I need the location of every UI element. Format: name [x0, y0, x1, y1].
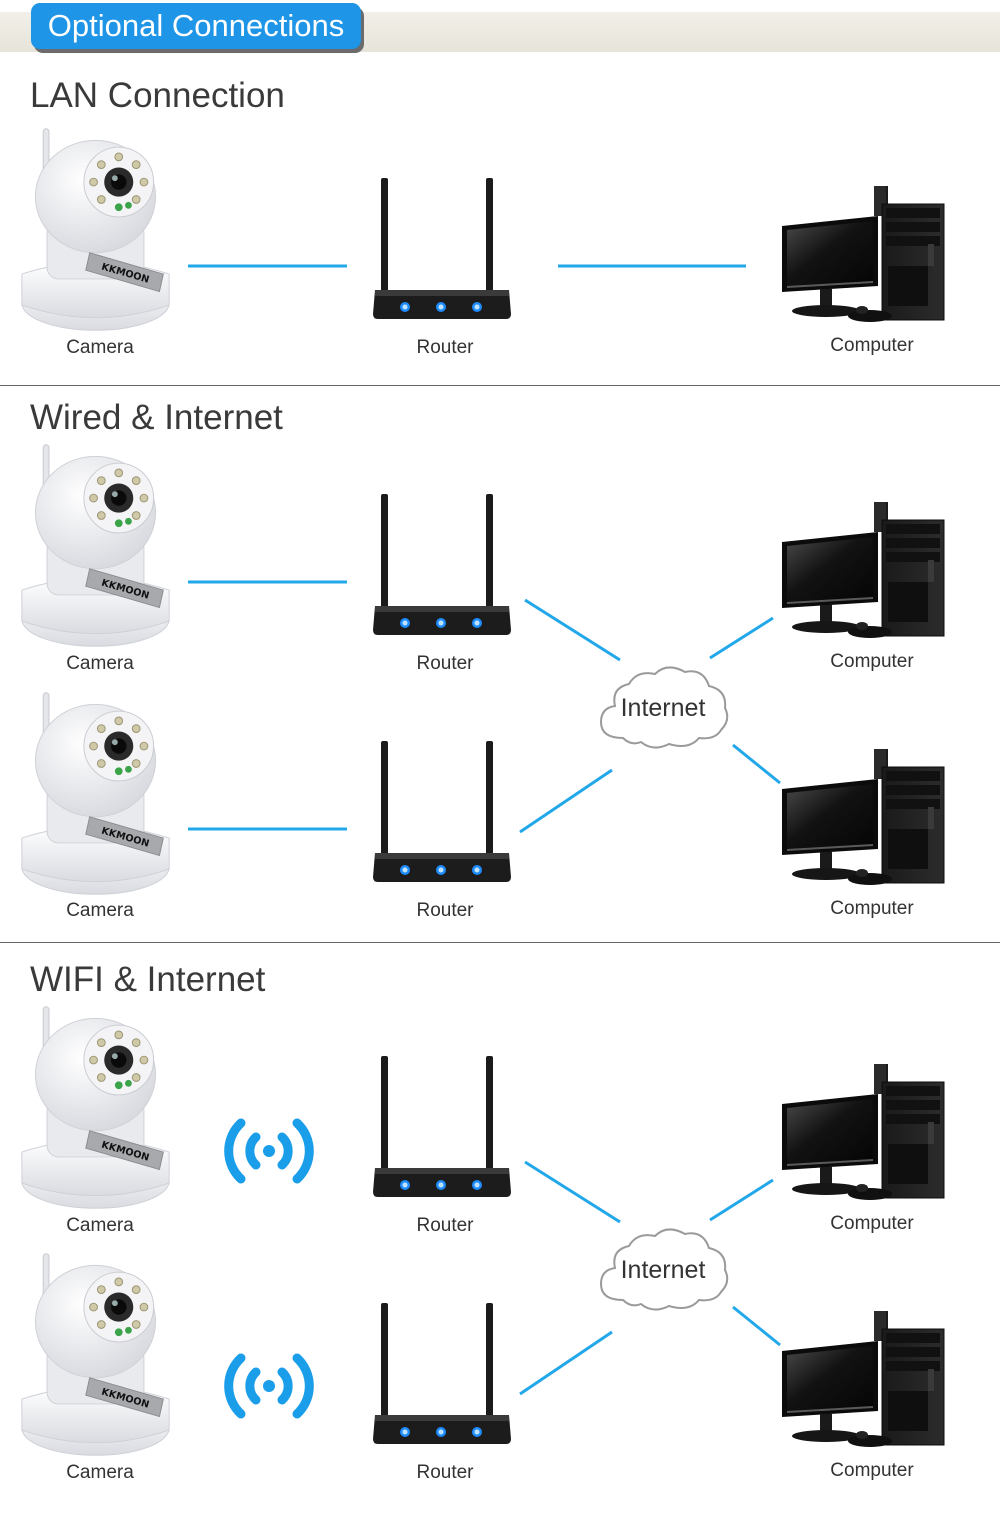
- computer-label: Computer: [830, 651, 914, 672]
- computer-icon: [778, 1311, 948, 1451]
- link-line: [709, 616, 774, 660]
- router-label: Router: [416, 653, 474, 674]
- ip-camera-icon: [18, 444, 173, 649]
- router-icon: [367, 741, 517, 886]
- link-line: [732, 743, 781, 785]
- camera-label: Camera: [66, 900, 134, 921]
- router-label: Router: [416, 900, 474, 921]
- internet-label: Internet: [620, 694, 706, 722]
- camera-label: Camera: [66, 1462, 134, 1483]
- ip-camera-icon: [18, 128, 173, 333]
- computer-icon: [778, 1064, 948, 1204]
- section-title-wired: Wired & Internet: [30, 398, 283, 437]
- wifi-signal-icon: [219, 1113, 319, 1189]
- computer-label: Computer: [830, 335, 914, 356]
- link-line: [524, 598, 621, 662]
- computer-icon: [778, 749, 948, 889]
- ip-camera-icon: [18, 1253, 173, 1458]
- computer-label: Computer: [830, 898, 914, 919]
- camera-label: Camera: [66, 1215, 134, 1236]
- section-divider: [0, 385, 1000, 386]
- internet-label: Internet: [620, 1256, 706, 1284]
- wifi-signal-icon: [219, 1348, 319, 1424]
- link-line: [519, 1330, 613, 1396]
- link-line: [732, 1305, 781, 1347]
- computer-label: Computer: [830, 1460, 914, 1481]
- router-label: Router: [416, 1215, 474, 1236]
- link-line: [524, 1160, 621, 1224]
- camera-label: Camera: [66, 337, 134, 358]
- router-label: Router: [416, 1462, 474, 1483]
- section-title-lan: LAN Connection: [30, 76, 285, 115]
- router-icon: [367, 178, 517, 323]
- router-label: Router: [416, 337, 474, 358]
- section-title-wifi: WIFI & Internet: [30, 960, 266, 999]
- router-icon: [367, 1056, 517, 1201]
- camera-label: Camera: [66, 653, 134, 674]
- ip-camera-icon: [18, 692, 173, 897]
- ip-camera-icon: [18, 1006, 173, 1211]
- link-line: [519, 768, 613, 834]
- computer-icon: [778, 186, 948, 326]
- page-title-banner: Optional Connections: [31, 3, 361, 49]
- link-line: [709, 1178, 774, 1222]
- section-divider: [0, 942, 1000, 943]
- router-icon: [367, 1303, 517, 1448]
- computer-label: Computer: [830, 1213, 914, 1234]
- computer-icon: [778, 502, 948, 642]
- router-icon: [367, 494, 517, 639]
